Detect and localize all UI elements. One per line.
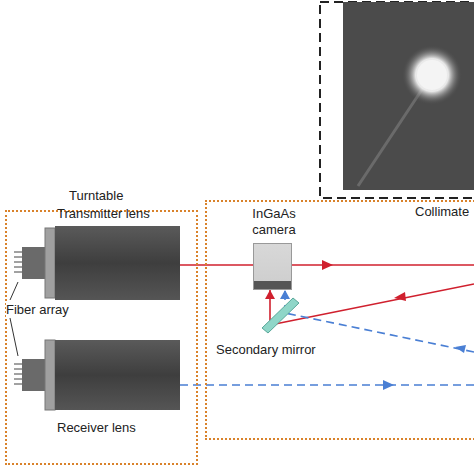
leader-line: [10, 318, 18, 356]
fiber-pin: [14, 262, 22, 263]
fiber-pin: [14, 374, 22, 375]
arrowhead: [455, 345, 466, 353]
transmitter-fiber-housing: [14, 228, 55, 298]
arrowhead: [322, 260, 333, 270]
collimator-band: CollimateSecondary mirror: [205, 200, 474, 440]
receiver-lens: Receiver lens: [55, 340, 180, 410]
receiver-fiber-housing: [14, 340, 55, 410]
beam-connector: [280, 290, 290, 299]
fiber-pin: [14, 369, 22, 370]
arrowhead: [383, 380, 394, 390]
arrowhead: [265, 290, 275, 299]
red-beam: [270, 284, 474, 325]
fiber-pin: [14, 379, 22, 380]
blue-beam: [180, 384, 474, 386]
light-spot: [417, 60, 447, 90]
image-streak: [358, 85, 425, 186]
fiber-housing: [22, 359, 47, 391]
fiber-pin: [14, 384, 22, 385]
fiber-housing: [22, 247, 47, 279]
image-frame: [320, 2, 474, 198]
mirror-outline: [262, 298, 300, 332]
arrowhead: [394, 292, 406, 301]
arrowhead: [280, 290, 290, 299]
fiber-pin: [14, 364, 22, 365]
node-label: Turntable: [69, 188, 189, 204]
node-label: Secondary mirror: [216, 342, 356, 358]
node-label: Collimate: [415, 204, 474, 220]
node-label: InGaAs camera: [242, 206, 306, 238]
secondary-mirror: Secondary mirror: [262, 298, 300, 332]
node-label: Transmitter lens: [57, 206, 187, 222]
node-label: Receiver lens: [57, 420, 187, 436]
lens-flange: [45, 340, 55, 410]
leader-line: [10, 282, 18, 300]
camera-image: [343, 2, 474, 190]
fiber-pin: [14, 267, 22, 268]
transmitter-lens: Transmitter lens: [55, 226, 180, 300]
part-label: Fiber array: [6, 302, 69, 318]
fiber-pin: [14, 252, 22, 253]
light-spot-glow: [402, 45, 462, 105]
mirror-plate: [262, 298, 299, 333]
ingaas-camera: InGaAs camera: [253, 243, 292, 290]
beam-connector: [265, 290, 275, 299]
lens-flange: [45, 228, 55, 298]
fiber-pin: [14, 272, 22, 273]
fiber-pin: [14, 257, 22, 258]
turntable-band: TurntableTransmitter lensReceiver lens: [5, 210, 198, 465]
